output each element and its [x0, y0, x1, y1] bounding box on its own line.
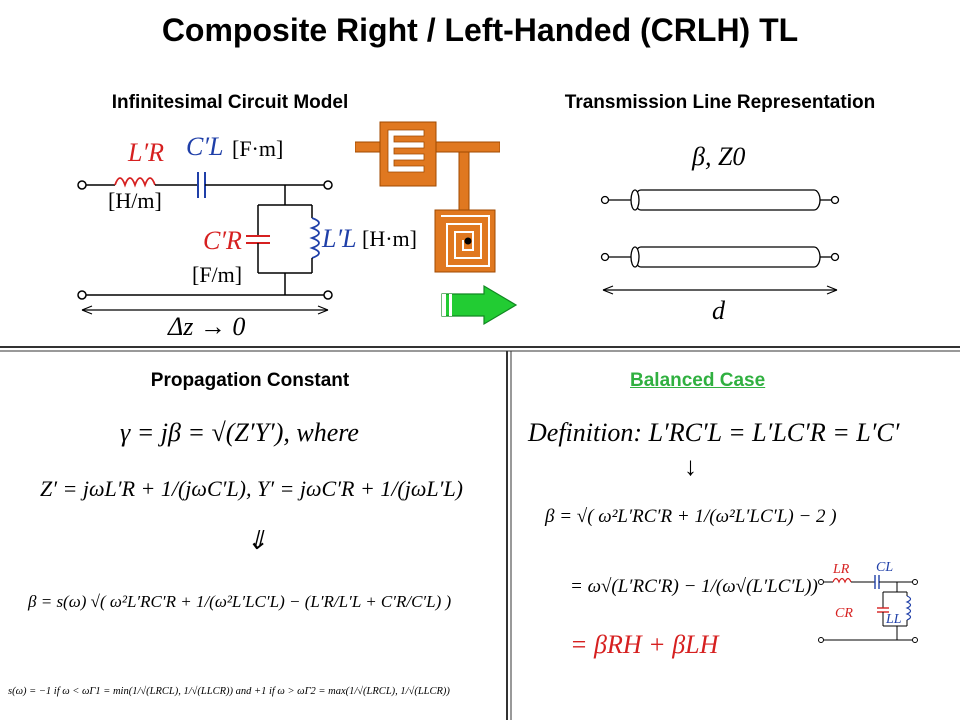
small-label-CR: CR — [835, 606, 853, 621]
unit-CL: [F·m] — [232, 136, 284, 161]
heading-circuit-model: Infinitesimal Circuit Model — [111, 92, 349, 113]
unit-LR: [H/m] — [108, 188, 162, 213]
label-beta-z0: β, Z0 — [692, 142, 746, 171]
heading-tl-representation: Transmission Line Representation — [564, 92, 876, 113]
eq-z-y: Z′ = jωL′R + 1/(jωC′L), Y′ = jωC′R + 1/(… — [40, 476, 464, 501]
label-delta-z: Δz → 0 — [168, 312, 246, 341]
small-label-LR: LR — [833, 562, 850, 577]
small-circuit-schematic — [818, 575, 918, 643]
eq-arrow-down: ↓ — [684, 452, 697, 481]
eq-beta-general: β = s(ω) √( ω²L′RC′R + 1/(ω²L′LC′L) − (L… — [28, 592, 452, 611]
unit-CR: [F/m] — [192, 262, 243, 287]
eq-sign-rule: s(ω) = −1 if ω < ωΓ1 = min(1/√(LRCL), 1/… — [8, 686, 450, 697]
label-LL: L′L — [322, 224, 357, 253]
physical-layout-illustration — [355, 121, 500, 273]
tl-drawing — [600, 189, 840, 295]
small-label-CL: CL — [876, 560, 894, 575]
balanced-case-link[interactable]: Balanced Case — [630, 370, 766, 391]
label-CR: C′R — [203, 226, 242, 255]
label-length-d: d — [712, 296, 725, 325]
page-title: Composite Right / Left-Handed (CRLH) TL — [161, 12, 799, 48]
circuit-schematic — [77, 172, 333, 315]
eq-gamma: γ = jβ = √(Z′Y′), where — [120, 418, 359, 447]
unit-LL: [H·m] — [362, 226, 417, 251]
small-label-LL: LL — [886, 612, 902, 627]
eq-implies: ⇓ — [246, 526, 268, 555]
eq-definition: Definition: L′RC′L = L′LC′R = L′C′ — [528, 418, 900, 447]
eq-beta-split: = ω√(L′RC′R) − 1/(ω√(L′LC′L)) — [570, 576, 818, 597]
heading-propagation-constant: Propagation Constant — [150, 370, 350, 391]
label-LR: L′R — [128, 138, 165, 167]
eq-beta-balanced: β = √( ω²L′RC′R + 1/(ω²L′LC′L) − 2 ) — [545, 506, 837, 527]
green-arrow-icon — [441, 284, 518, 326]
eq-beta-sum: = βRH + βLH — [570, 630, 719, 659]
label-CL: C′L — [186, 132, 224, 161]
